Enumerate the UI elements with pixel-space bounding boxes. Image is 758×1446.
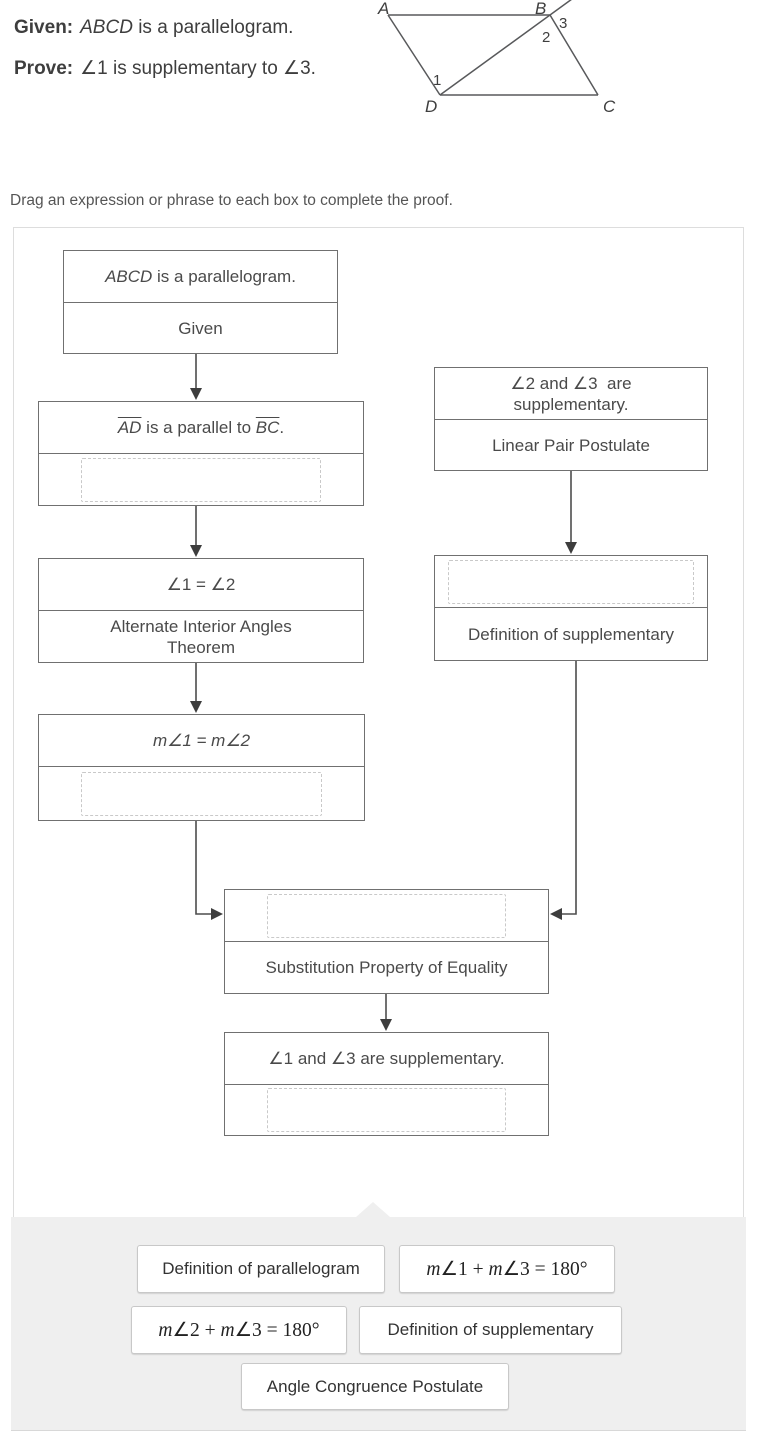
tray-notch bbox=[356, 1202, 390, 1217]
angle-label-3: 3 bbox=[559, 15, 567, 32]
reason-cell bbox=[225, 1084, 548, 1135]
statement-text: ∠1 = ∠2 bbox=[166, 575, 236, 594]
angle-label-1: 1 bbox=[433, 72, 441, 89]
statement-text: ABCD is a parallelogram. bbox=[105, 267, 296, 286]
proof-box-def-supplementary: Definition of supplementary bbox=[434, 555, 708, 661]
statement-text: m∠1 = m∠2 bbox=[152, 731, 251, 750]
diagonal-ray bbox=[439, 0, 572, 96]
reason-cell bbox=[39, 453, 363, 505]
chip-definition-of-parallelogram[interactable]: Definition of parallelogram bbox=[137, 1245, 385, 1293]
chip-label: Angle Congruence Postulate bbox=[266, 1376, 484, 1396]
chip-definition-of-supplementary[interactable]: Definition of supplementary bbox=[359, 1306, 622, 1354]
proof-box-given: ABCD is a parallelogram. Given bbox=[63, 250, 338, 354]
reason-text: Definition of supplementary bbox=[467, 624, 674, 644]
chip-angle-congruence-postulate[interactable]: Angle Congruence Postulate bbox=[241, 1363, 509, 1410]
statement-text: ∠1 and ∠3 are supplementary. bbox=[268, 1049, 505, 1068]
statement-cell bbox=[225, 890, 548, 941]
chip-label: m∠1 + m∠3 = 180° bbox=[426, 1259, 588, 1280]
reason-cell: Given bbox=[64, 302, 337, 353]
given-text: ABCD is a parallelogram. bbox=[80, 17, 294, 38]
proof-box-substitution: Substitution Property of Equality bbox=[224, 889, 549, 994]
chip-label: Definition of supplementary bbox=[387, 1320, 594, 1339]
statement-cell bbox=[435, 556, 707, 607]
prove-label: Prove: bbox=[14, 58, 74, 79]
chip-label: m∠2 + m∠3 = 180° bbox=[158, 1320, 320, 1341]
given-statement: Given: ABCD is a parallelogram. bbox=[14, 17, 293, 39]
statement-cell: ∠1 = ∠2 bbox=[39, 559, 363, 610]
reason-text: Given bbox=[178, 318, 223, 338]
prove-statement: Prove: ∠1 is supplementary to ∠3. bbox=[14, 57, 316, 80]
vertex-label-a: A bbox=[377, 0, 389, 18]
statement-cell: AD is a parallel to BC. bbox=[39, 402, 363, 453]
proof-box-angle-measures: m∠1 = m∠2 bbox=[38, 714, 365, 821]
angle-label-2: 2 bbox=[542, 29, 550, 46]
statement-text: AD is a parallel to BC. bbox=[117, 418, 285, 437]
chip-m2-plus-m3-equals-180[interactable]: m∠2 + m∠3 = 180° bbox=[131, 1306, 347, 1354]
answer-tray: Definition of parallelogram m∠1 + m∠3 = … bbox=[11, 1217, 746, 1431]
reason-cell bbox=[39, 766, 364, 820]
instruction-text: Drag an expression or phrase to each box… bbox=[10, 192, 453, 209]
drop-zone-angle-measures-reason[interactable] bbox=[81, 771, 322, 816]
drop-zone-conclusion-reason[interactable] bbox=[267, 1088, 506, 1132]
chip-m1-plus-m3-equals-180[interactable]: m∠1 + m∠3 = 180° bbox=[399, 1245, 615, 1293]
chip-label: Definition of parallelogram bbox=[162, 1259, 360, 1278]
statement-cell: m∠1 = m∠2 bbox=[39, 715, 364, 766]
parallelogram-diagram: A B C D 1 2 3 bbox=[377, 0, 616, 116]
proof-box-conclusion: ∠1 and ∠3 are supplementary. bbox=[224, 1032, 549, 1136]
vertex-label-d: D bbox=[425, 97, 437, 116]
reason-cell: Substitution Property of Equality bbox=[225, 941, 548, 993]
drop-zone-substitution-statement[interactable] bbox=[267, 893, 506, 938]
drop-zone-parallel-reason[interactable] bbox=[81, 457, 321, 502]
given-label: Given: bbox=[14, 17, 74, 38]
reason-cell: Definition of supplementary bbox=[435, 607, 707, 660]
reason-text: Substitution Property of Equality bbox=[265, 958, 508, 977]
reason-cell: Linear Pair Postulate bbox=[435, 419, 707, 470]
parallelogram-figure bbox=[387, 0, 599, 96]
statement-cell: ∠1 and ∠3 are supplementary. bbox=[225, 1033, 548, 1084]
drop-zone-def-supplementary-statement[interactable] bbox=[448, 559, 694, 604]
proof-panel: ABCD is a parallelogram. Given AD is a p… bbox=[13, 227, 744, 1217]
vertex-label-b: B bbox=[535, 0, 546, 18]
prove-text: ∠1 is supplementary to ∠3. bbox=[80, 58, 316, 79]
vertex-label-c: C bbox=[603, 97, 616, 116]
reason-text: Linear Pair Postulate bbox=[492, 435, 650, 455]
statement-cell: ABCD is a parallelogram. bbox=[64, 251, 337, 302]
proof-box-parallel-sides: AD is a parallel to BC. bbox=[38, 401, 364, 506]
